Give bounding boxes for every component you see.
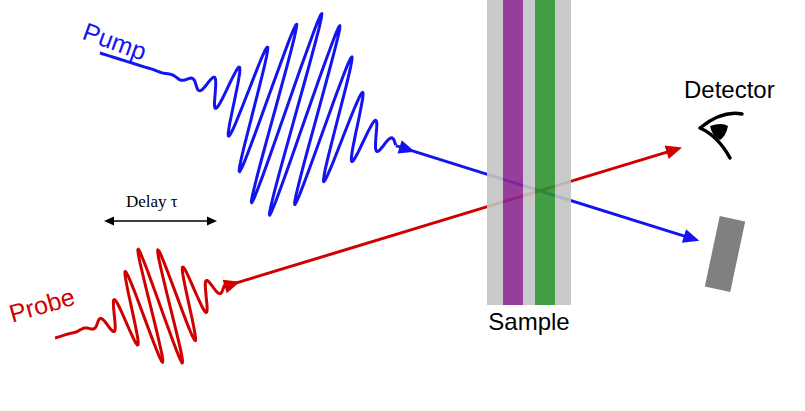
detector-eye: Detector — [682, 74, 804, 172]
beam-arrowhead — [398, 140, 415, 153]
pulses — [55, 14, 699, 363]
probe-label: Probe — [6, 282, 78, 328]
sample-label: Sample — [488, 308, 569, 336]
beam-block — [705, 216, 745, 292]
sample-layers — [485, 0, 573, 338]
light-pulse — [55, 249, 226, 363]
delay-label: Delay τ — [126, 192, 178, 212]
detector-label: Detector — [684, 76, 775, 104]
sample-slab: Sample — [485, 0, 573, 338]
delay-arrow — [104, 217, 217, 226]
beam-arrowhead — [223, 280, 240, 293]
beam-arrowhead — [682, 229, 699, 242]
probe-beam-connector — [573, 145, 682, 180]
